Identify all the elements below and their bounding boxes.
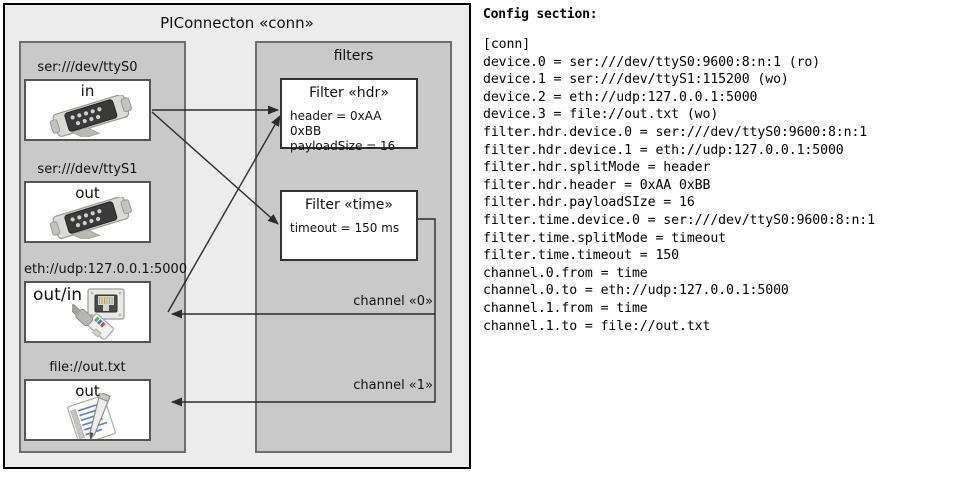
serial-port-icon xyxy=(48,94,134,139)
filter-time-props: timeout = 150 ms xyxy=(290,221,399,236)
config-text: [conn] device.0 = ser:///dev/ttyS0:9600:… xyxy=(483,37,875,334)
filter-hdr-prop-payloadsize: payloadSize = 16 xyxy=(290,139,396,153)
serial-port-icon xyxy=(48,196,134,241)
device-eth-label: eth://udp:127.0.0.1:5000 xyxy=(24,262,188,277)
component-title: PIConnecton «conn» xyxy=(160,14,314,32)
filter-time-prop-timeout: timeout = 150 ms xyxy=(290,221,400,235)
device-ttys0-label: ser:///dev/ttyS0 xyxy=(37,60,138,75)
device-ttys0-box[interactable]: in xyxy=(24,79,151,141)
config-heading: Config section: xyxy=(483,7,598,22)
filters-panel-title: filters xyxy=(333,48,374,64)
device-eth-box[interactable]: out/in xyxy=(24,281,151,343)
device-ttys1-label: ser:///dev/ttyS1 xyxy=(37,162,138,177)
device-file-box[interactable]: out xyxy=(24,379,151,441)
text-file-icon xyxy=(64,391,126,439)
filter-hdr-title: Filter «hdr» xyxy=(309,85,389,101)
filter-hdr-prop-header: header = 0xAA 0xBB xyxy=(290,109,382,138)
device-file-direction: out xyxy=(75,382,100,400)
filter-time[interactable]: Filter «time» timeout = 150 ms xyxy=(280,190,418,261)
config-section: Config section: [conn] device.0 = ser://… xyxy=(483,7,961,335)
filter-time-title: Filter «time» xyxy=(305,197,393,213)
device-ttys1-direction: out xyxy=(75,184,100,202)
channel-1-label: channel «1» xyxy=(353,378,433,393)
device-eth-direction: out/in xyxy=(33,285,83,305)
device-ttys1-box[interactable]: out xyxy=(24,181,151,243)
filter-hdr[interactable]: Filter «hdr» header = 0xAA 0xBB payloadS… xyxy=(280,78,418,153)
filter-hdr-props: header = 0xAA 0xBB payloadSize = 16 xyxy=(290,109,416,154)
channel-0-label: channel «0» xyxy=(353,294,433,309)
device-file-label: file://out.txt xyxy=(49,360,126,375)
device-ttys0-direction: in xyxy=(80,82,95,100)
ethernet-jack-icon xyxy=(68,287,142,341)
